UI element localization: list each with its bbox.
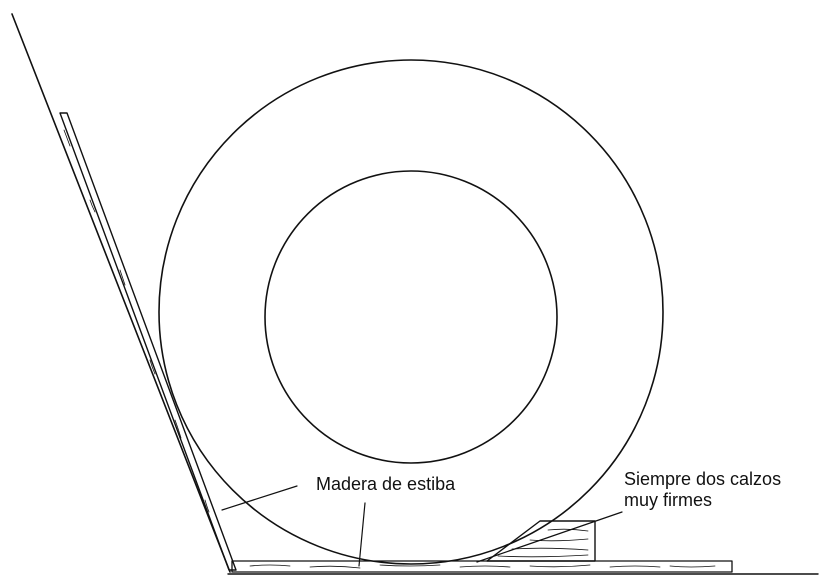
chock-grain	[497, 528, 589, 558]
label-chocks-line-1: Siempre dos calzos	[624, 469, 782, 489]
paper-roll-core	[264, 170, 558, 464]
floor-dunnage-grain	[249, 564, 716, 569]
side-dunnage-board	[59, 112, 237, 571]
paper-roll-outer	[158, 59, 664, 565]
leader-line-side-dunnage	[221, 485, 298, 511]
floor-dunnage	[231, 560, 733, 573]
label-chocks-line-2: muy firmes	[624, 490, 713, 510]
side-dunnage-grain	[63, 129, 210, 513]
bulkhead-line	[11, 13, 231, 573]
label-dunnage: Madera de estiba	[316, 474, 456, 494]
leader-line-chock	[476, 511, 623, 563]
leader-line-floor-dunnage	[358, 502, 366, 567]
